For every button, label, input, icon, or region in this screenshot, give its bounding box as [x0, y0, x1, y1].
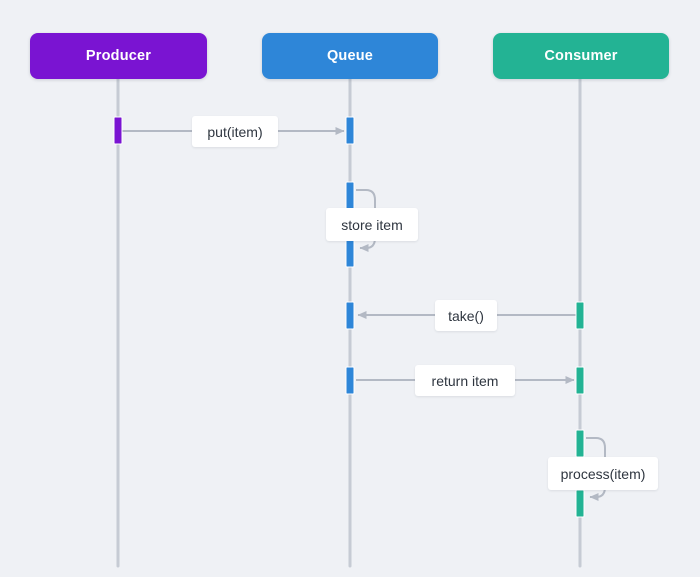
activation-queue-store-start — [345, 181, 355, 210]
activation-consumer-return — [575, 366, 585, 395]
participant-queue-label: Queue — [326, 48, 374, 64]
message-arrows-group — [122, 127, 606, 501]
participant-producer-label: Producer — [85, 48, 152, 64]
participant-consumer-label: Consumer — [544, 48, 618, 64]
activation-consumer-process-end — [575, 489, 585, 518]
activation-queue-take — [345, 301, 355, 330]
message-label-process-item[interactable]: process(item) — [548, 457, 658, 490]
message-label-return-item-text: return item — [431, 372, 499, 389]
message-label-put-item-text: put(item) — [207, 123, 263, 140]
activation-producer-put — [113, 116, 123, 145]
activation-consumer-take — [575, 301, 585, 330]
message-label-process-item-text: process(item) — [560, 465, 646, 482]
activation-queue-store-end — [345, 239, 355, 268]
activation-queue-return — [345, 366, 355, 395]
participant-queue[interactable]: Queue — [262, 33, 438, 79]
activation-bars-group — [113, 116, 585, 518]
participant-consumer[interactable]: Consumer — [493, 33, 669, 79]
message-label-take[interactable]: take() — [435, 300, 497, 331]
message-label-store-item[interactable]: store item — [326, 208, 418, 241]
activation-consumer-process-start — [575, 429, 585, 458]
message-label-take-text: take() — [448, 307, 484, 324]
message-label-store-item-text: store item — [341, 216, 403, 233]
message-label-return-item[interactable]: return item — [415, 365, 515, 396]
message-label-put-item[interactable]: put(item) — [192, 116, 278, 147]
participant-producer[interactable]: Producer — [30, 33, 207, 79]
activation-queue-put — [345, 116, 355, 145]
